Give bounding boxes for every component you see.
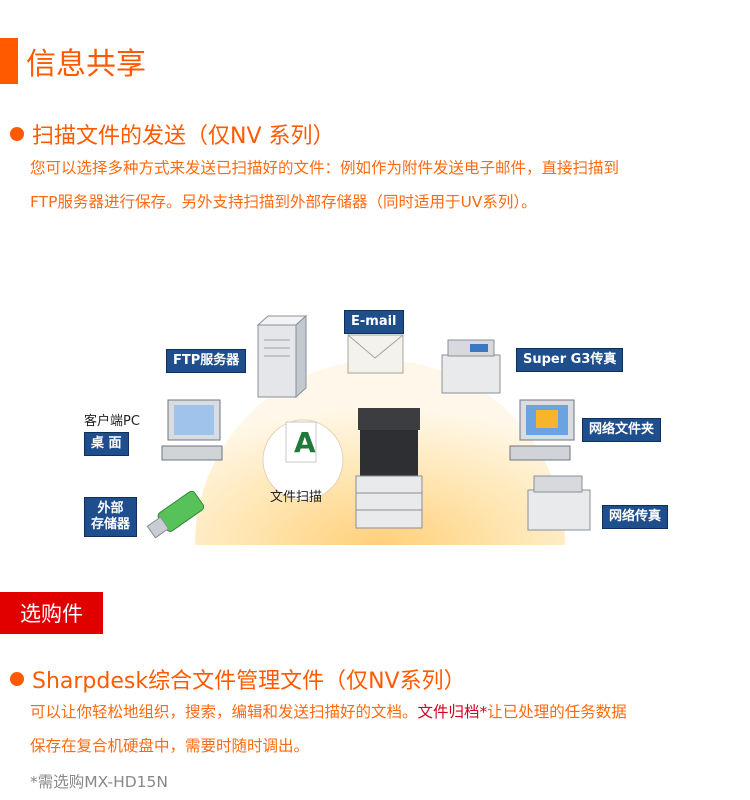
scan-label: 文件扫描 [270, 490, 323, 505]
network-folder-pc-icon [509, 399, 575, 461]
fax-machine-icon [441, 339, 501, 394]
scan-send-description: 您可以选择多种方式来发送已扫描好的文件：例如作为附件发送电子邮件，直接扫描到 F… [30, 151, 735, 219]
server-icon [256, 314, 308, 399]
external-storage-line: 外部 [97, 501, 124, 516]
footnote: *需选购MX-HD15N [30, 773, 168, 791]
desc-text: 让已处理的任务数据 [487, 703, 627, 721]
document-letter: A [294, 426, 316, 459]
section-header-options: 选购件 [0, 592, 103, 634]
scanned-document-bubble [262, 419, 344, 501]
desc-line: 可以让你轻松地组织，搜索，编辑和发送扫描好的文档。文件归档*让已处理的任务数据 [30, 695, 735, 729]
envelope-icon [347, 334, 404, 374]
ftp-server-label: FTP服务器 [166, 349, 247, 373]
document-filing-highlight: 文件归档* [417, 703, 488, 721]
sharpdesk-heading: Sharpdesk综合文件管理文件（仅NV系列） [10, 663, 466, 695]
bullet-dot-icon [10, 127, 24, 141]
client-pc-label: 客户端PC [84, 414, 140, 429]
desc-line: 保存在复合机硬盘中，需要时随时调出。 [30, 737, 310, 755]
desktop-label: 桌 面 [84, 432, 129, 456]
sharpdesk-description: 可以让你轻松地组织，搜索，编辑和发送扫描好的文档。文件归档*让已处理的任务数据 … [30, 695, 735, 763]
fax-g3-label: Super G3传真 [516, 348, 624, 372]
sharpdesk-title: Sharpdesk综合文件管理文件（仅NV系列） [32, 669, 466, 694]
diagram-illustration [146, 314, 591, 545]
scan-send-heading: 扫描文件的发送（仅NV 系列） [10, 118, 335, 150]
network-folder-label: 网络文件夹 [582, 418, 662, 442]
desc-line: 您可以选择多种方式来发送已扫描好的文件：例如作为附件发送电子邮件，直接扫描到 [30, 159, 620, 177]
desc-line: FTP服务器进行保存。另外支持扫描到外部存储器（同时适用于UV系列）。 [30, 193, 537, 211]
accent-bar [0, 38, 18, 84]
network-fax-icon [527, 475, 591, 531]
copier-icon [355, 408, 423, 529]
section-header-info-sharing: 信息共享 [0, 38, 146, 84]
bullet-dot-icon [10, 672, 24, 686]
email-label: E-mail [344, 310, 404, 334]
external-storage-line: 存储器 [91, 517, 131, 532]
scan-destinations-diagram: A E-mail FTP服务器 Super G3传真 客户端PC 桌 面 网络文… [0, 300, 750, 550]
scan-send-title: 扫描文件的发送（仅NV 系列） [32, 124, 335, 149]
desc-text: 可以让你轻松地组织，搜索，编辑和发送扫描好的文档。 [30, 703, 418, 721]
desktop-computer-icon [161, 399, 223, 461]
external-storage-label: 外部 存储器 [84, 497, 138, 537]
section-title: 信息共享 [26, 47, 146, 82]
network-fax-label: 网络传真 [602, 505, 669, 529]
usb-drive-icon [146, 490, 205, 539]
